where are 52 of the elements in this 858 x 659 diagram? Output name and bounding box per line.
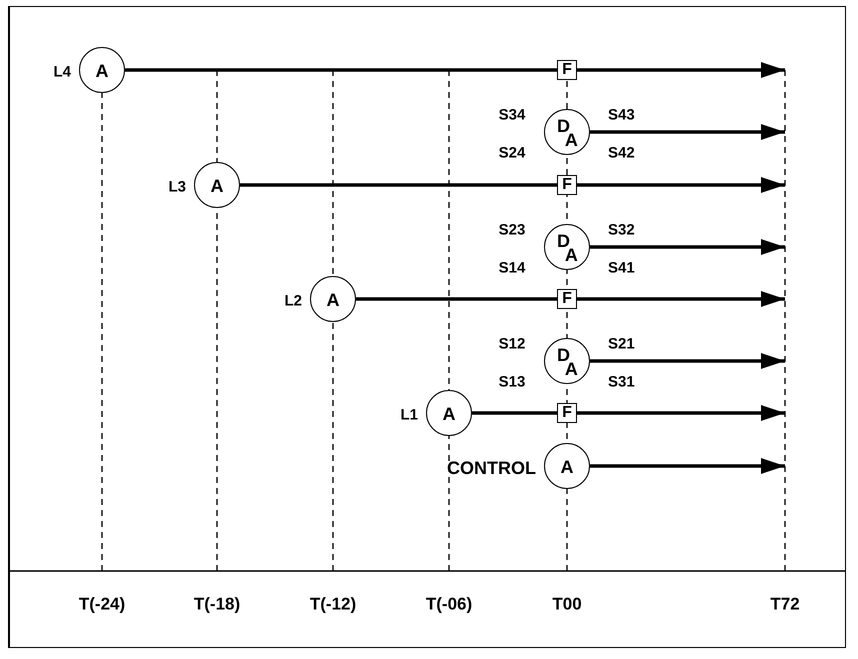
- side-label: S23: [498, 222, 526, 238]
- side-label: S24: [498, 146, 526, 160]
- circle-node: [544, 338, 590, 384]
- time-label: T(-24): [78, 596, 126, 612]
- arrow: [590, 353, 785, 369]
- circle-node: [194, 162, 240, 208]
- node-label: F: [562, 177, 572, 194]
- side-label: L2: [284, 294, 302, 308]
- node-label: A: [210, 176, 224, 195]
- time-label: T(-12): [310, 596, 356, 612]
- square-node: [557, 289, 577, 309]
- side-label: S31: [608, 374, 635, 390]
- time-label: T72: [770, 596, 800, 612]
- time-label: T(-18): [194, 596, 240, 612]
- node-label: A: [326, 290, 340, 309]
- arrow: [590, 124, 785, 140]
- circle-node: [426, 390, 472, 436]
- side-label: S14: [498, 260, 526, 276]
- time-label: T(-06): [426, 596, 472, 612]
- side-label: S32: [608, 222, 635, 238]
- node-label: F: [562, 405, 572, 422]
- node-label: A: [442, 404, 456, 423]
- side-label: S41: [608, 260, 635, 276]
- side-label: S21: [608, 336, 635, 352]
- square-node: [557, 175, 577, 195]
- node-label: A: [96, 62, 108, 80]
- node-label: F: [562, 291, 572, 308]
- time-label: T00: [552, 596, 582, 612]
- square-node: [557, 60, 577, 80]
- arrow: [577, 291, 785, 307]
- node-label: A: [560, 458, 574, 476]
- side-label: S13: [498, 374, 526, 390]
- arrow: [577, 177, 785, 193]
- side-label: S12: [498, 336, 526, 352]
- square-node: [557, 403, 577, 423]
- circle-node: [310, 276, 356, 322]
- node-label: F: [562, 62, 572, 78]
- circle-node: [544, 224, 590, 270]
- circle-node: [544, 443, 590, 489]
- arrow: [590, 458, 785, 474]
- side-label: L3: [168, 180, 186, 194]
- arrow: [577, 405, 785, 421]
- side-label: CONTROL: [447, 459, 536, 477]
- side-label: S42: [608, 146, 635, 160]
- arrow: [590, 239, 785, 255]
- side-label: S34: [498, 108, 526, 122]
- circle-node: [79, 47, 125, 93]
- circle-node: [544, 109, 590, 155]
- side-label: L1: [400, 408, 418, 422]
- side-label: S43: [608, 108, 635, 122]
- arrow: [577, 62, 785, 78]
- side-label: L4: [53, 64, 71, 80]
